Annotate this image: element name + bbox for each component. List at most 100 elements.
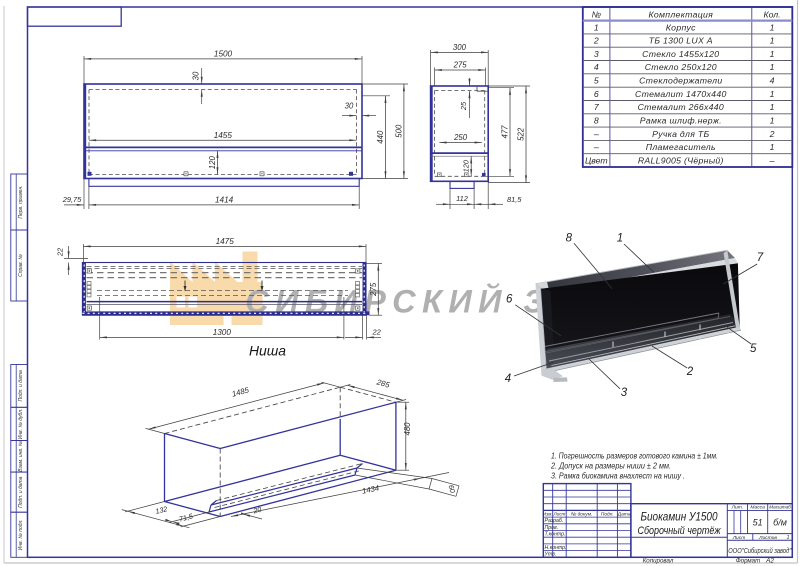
svg-text:3. Рамка биокамина внахлест на: 3. Рамка биокамина внахлест на нишу .: [551, 471, 685, 481]
svg-text:Утв.: Утв.: [545, 552, 557, 558]
svg-text:Подп. и дата: Подп. и дата: [18, 370, 24, 402]
svg-text:1485: 1485: [231, 385, 251, 398]
svg-text:250: 250: [453, 133, 468, 142]
svg-text:–: –: [593, 129, 599, 139]
svg-text:RALL9005 (Чёрный): RALL9005 (Чёрный): [638, 155, 724, 165]
svg-text:4: 4: [594, 62, 599, 72]
svg-text:Рамка шлиф.нерж.: Рамка шлиф.нерж.: [640, 116, 722, 126]
svg-text:1434: 1434: [361, 483, 380, 495]
svg-text:2: 2: [593, 36, 599, 46]
svg-text:–: –: [769, 155, 775, 165]
svg-text:60: 60: [447, 484, 458, 494]
svg-text:Листов: Листов: [758, 535, 777, 541]
svg-text:4: 4: [770, 76, 775, 86]
svg-text:1414: 1414: [215, 195, 234, 204]
svg-text:2: 2: [769, 129, 775, 139]
svg-text:30: 30: [345, 102, 354, 111]
svg-text:8: 8: [594, 116, 599, 126]
svg-text:1: 1: [770, 89, 775, 99]
svg-text:Перв. примен.: Перв. примен.: [18, 185, 24, 218]
svg-text:Взам. инв. №: Взам. инв. №: [18, 440, 24, 472]
svg-text:Лист: Лист: [552, 511, 565, 516]
svg-text:6: 6: [594, 89, 599, 99]
svg-text:Лист: Лист: [732, 535, 746, 541]
svg-text:Изм.: Изм.: [543, 511, 553, 516]
svg-text:1: 1: [770, 22, 775, 32]
svg-text:Стекло 1455х120: Стекло 1455х120: [642, 49, 719, 59]
svg-text:№ докум.: № докум.: [571, 511, 593, 517]
svg-text:Стекло 250х120: Стекло 250х120: [645, 62, 717, 72]
svg-text:Ручка для ТБ: Ручка для ТБ: [652, 129, 709, 139]
svg-text:1: 1: [617, 233, 623, 245]
svg-text:1300: 1300: [213, 328, 232, 337]
svg-text:5: 5: [750, 343, 757, 355]
svg-text:477: 477: [501, 125, 510, 139]
svg-text:Пламегаситель: Пламегаситель: [646, 142, 716, 152]
svg-text:71,5: 71,5: [178, 511, 195, 524]
svg-text:Корпус: Корпус: [666, 22, 696, 32]
svg-text:500: 500: [394, 124, 403, 138]
svg-text:81,5: 81,5: [507, 195, 522, 204]
svg-text:Инв. № дубл.: Инв. № дубл.: [18, 409, 24, 440]
svg-text:1475: 1475: [216, 237, 235, 246]
svg-text:Формат: Формат: [736, 558, 761, 565]
svg-text:120: 120: [462, 159, 471, 172]
svg-text:3: 3: [594, 49, 599, 59]
svg-text:1: 1: [770, 102, 775, 112]
svg-text:1500: 1500: [214, 49, 233, 58]
svg-text:1: 1: [770, 62, 775, 72]
svg-text:№: №: [592, 9, 601, 19]
svg-text:1: 1: [770, 49, 775, 59]
svg-text:22: 22: [56, 248, 65, 257]
svg-text:6: 6: [506, 294, 513, 306]
svg-text:29,75: 29,75: [62, 195, 82, 204]
svg-text:25: 25: [459, 101, 468, 111]
svg-text:20: 20: [251, 505, 262, 516]
svg-text:Сборочный чертёж: Сборочный чертёж: [638, 525, 721, 537]
svg-text:285: 285: [375, 377, 392, 390]
svg-text:Т.контр.: Т.контр.: [545, 532, 566, 538]
svg-text:1: 1: [787, 535, 790, 541]
svg-text:1455: 1455: [214, 131, 233, 140]
svg-text:522: 522: [517, 127, 526, 141]
svg-text:Подп. и дата: Подп. и дата: [18, 476, 24, 508]
svg-text:Масштаб: Масштаб: [769, 504, 791, 509]
svg-text:300: 300: [453, 43, 467, 52]
svg-text:Комплектация: Комплектация: [648, 9, 713, 19]
svg-text:1: 1: [594, 22, 599, 32]
svg-text:Стеклодержатели: Стеклодержатели: [639, 76, 722, 86]
svg-text:1. Погрешность размеров готово: 1. Погрешность размеров готового камина …: [551, 451, 718, 461]
svg-text:А2: А2: [765, 558, 774, 565]
svg-text:Кол.: Кол.: [763, 9, 780, 19]
svg-text:Цвет: Цвет: [585, 155, 608, 165]
svg-text:112: 112: [456, 194, 468, 203]
svg-text:480: 480: [403, 422, 412, 436]
svg-text:7: 7: [757, 252, 764, 264]
svg-text:7: 7: [594, 102, 600, 112]
svg-text:4: 4: [505, 373, 511, 385]
svg-text:Н.контр.: Н.контр.: [545, 545, 567, 551]
svg-text:Масса: Масса: [750, 504, 765, 510]
svg-text:1: 1: [770, 142, 775, 152]
svg-text:22: 22: [372, 327, 381, 336]
svg-text:Дата: Дата: [617, 511, 631, 517]
svg-text:ТБ 1300 LUX А: ТБ 1300 LUX А: [649, 36, 713, 46]
svg-text:2: 2: [686, 366, 694, 378]
svg-text:Стемалит 1470х440: Стемалит 1470х440: [635, 89, 727, 99]
svg-text:1: 1: [770, 36, 775, 46]
svg-text:Инв. № подл.: Инв. № подл.: [18, 519, 24, 550]
svg-text:120: 120: [208, 156, 217, 170]
svg-text:30: 30: [192, 71, 201, 80]
svg-text:Разраб.: Разраб.: [545, 518, 564, 524]
svg-text:3: 3: [621, 387, 628, 399]
svg-text:5: 5: [594, 76, 599, 86]
svg-text:Пров.: Пров.: [545, 525, 559, 531]
svg-text:Копировал: Копировал: [643, 558, 674, 565]
svg-text:–: –: [593, 142, 599, 152]
svg-text:2. Допуск на размеры ниши ± 2: 2. Допуск на размеры ниши ± 2 мм.: [550, 461, 671, 471]
svg-text:8: 8: [566, 233, 573, 245]
svg-text:ООО"Сибирский завод": ООО"Сибирский завод": [728, 546, 791, 555]
svg-text:1: 1: [770, 116, 775, 126]
svg-text:Подп.: Подп.: [601, 511, 614, 517]
svg-text:440: 440: [376, 130, 385, 144]
